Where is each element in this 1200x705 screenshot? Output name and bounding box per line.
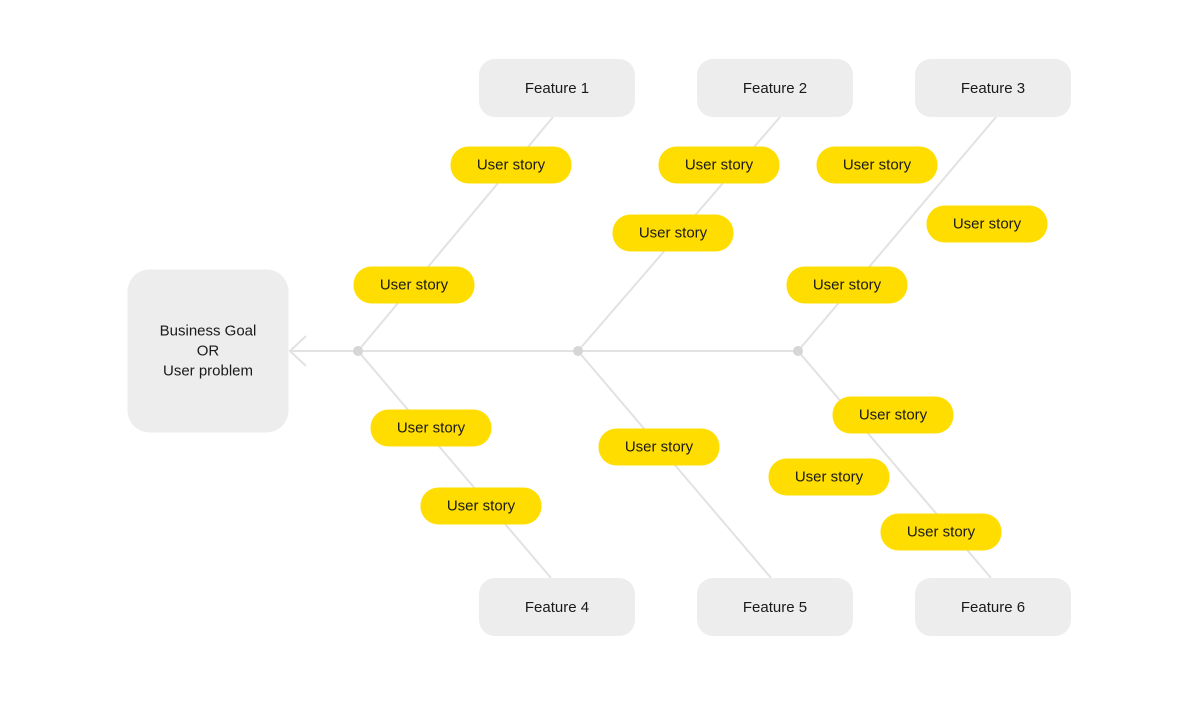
node-feature-3[interactable]: Feature 3 <box>915 59 1071 117</box>
user-story-note-label: User story <box>794 468 864 486</box>
junction-dot-2 <box>573 346 583 356</box>
user-story-note-label: User story <box>906 523 976 541</box>
user-story-note-label: User story <box>446 497 516 515</box>
user-story-note[interactable]: User story <box>353 266 475 304</box>
user-story-note[interactable]: User story <box>370 409 492 447</box>
user-story-note[interactable]: User story <box>598 428 720 466</box>
node-feature-2[interactable]: Feature 2 <box>697 59 853 117</box>
node-feature-3-label: Feature 3 <box>960 79 1026 97</box>
user-story-note-label: User story <box>476 156 546 174</box>
user-story-note-label: User story <box>624 438 694 456</box>
root-node-business-goal[interactable]: Business Goal OR User problem <box>127 269 289 433</box>
user-story-note-label: User story <box>842 156 912 174</box>
node-feature-1-label: Feature 1 <box>524 79 590 97</box>
spine-arrowhead-icon <box>289 335 307 367</box>
user-story-note-label: User story <box>952 215 1022 233</box>
user-story-note[interactable]: User story <box>658 146 780 184</box>
user-story-note-label: User story <box>858 406 928 424</box>
node-feature-4-label: Feature 4 <box>524 598 590 616</box>
user-story-note[interactable]: User story <box>786 266 908 304</box>
user-story-note-label: User story <box>396 419 466 437</box>
user-story-note[interactable]: User story <box>816 146 938 184</box>
root-node-label: Business Goal OR User problem <box>159 322 257 379</box>
user-story-note[interactable]: User story <box>832 396 954 434</box>
user-story-note-label: User story <box>684 156 754 174</box>
node-feature-5[interactable]: Feature 5 <box>697 578 853 636</box>
node-feature-2-label: Feature 2 <box>742 79 808 97</box>
user-story-note-label: User story <box>812 276 882 294</box>
user-story-note-label: User story <box>638 224 708 242</box>
user-story-note[interactable]: User story <box>880 513 1002 551</box>
user-story-note-label: User story <box>379 276 449 294</box>
user-story-note[interactable]: User story <box>420 487 542 525</box>
node-feature-1[interactable]: Feature 1 <box>479 59 635 117</box>
node-feature-6-label: Feature 6 <box>960 598 1026 616</box>
node-feature-4[interactable]: Feature 4 <box>479 578 635 636</box>
node-feature-6[interactable]: Feature 6 <box>915 578 1071 636</box>
junction-dot-1 <box>353 346 363 356</box>
branch-line-feature-4 <box>357 350 552 579</box>
branch-line-feature-3 <box>797 116 997 352</box>
junction-dot-3 <box>793 346 803 356</box>
user-story-note[interactable]: User story <box>768 458 890 496</box>
user-story-note[interactable]: User story <box>612 214 734 252</box>
user-story-note[interactable]: User story <box>926 205 1048 243</box>
user-story-note[interactable]: User story <box>450 146 572 184</box>
node-feature-5-label: Feature 5 <box>742 598 808 616</box>
